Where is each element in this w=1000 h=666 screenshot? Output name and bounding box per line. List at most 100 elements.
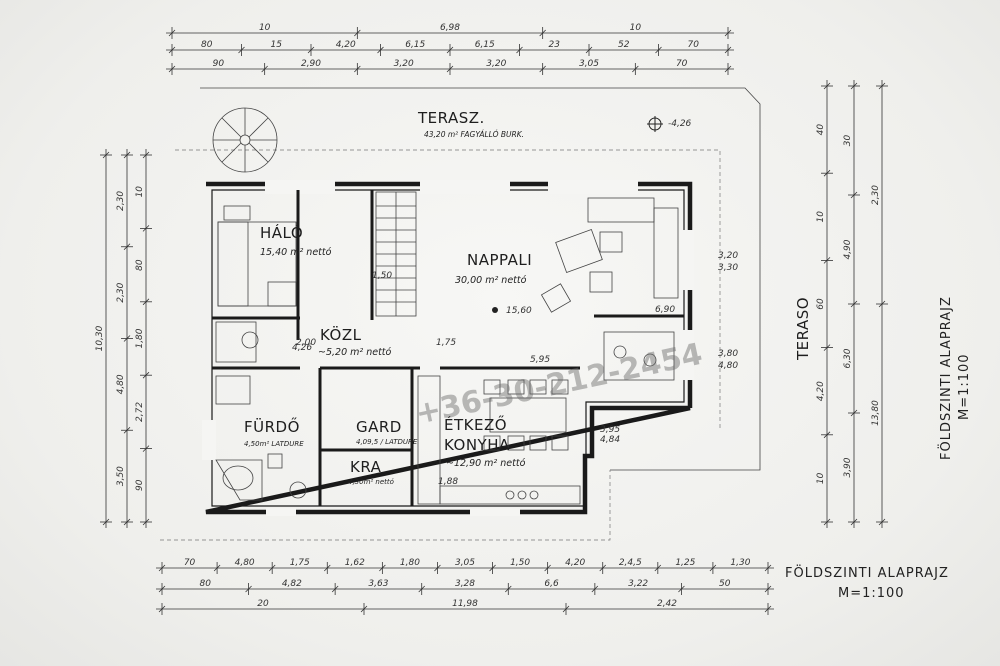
dim-right-outer-value: 2,30 — [871, 185, 881, 205]
dim-right-inner-value: 4,20 — [816, 381, 826, 401]
room-area-kra: 4,30m² nettó — [348, 478, 395, 486]
dim-bottom-1-value: 4,80 — [235, 558, 255, 568]
dim-left-inner-value: 2,72 — [135, 402, 145, 422]
room-label-etkezo: ÉTKEZŐ — [444, 414, 507, 434]
dim-bottom-2-value: 3,63 — [368, 579, 388, 589]
wall-openings — [202, 180, 694, 516]
level-mark: -4,26 — [647, 116, 692, 132]
dim-top-3-value: 3,20 — [486, 59, 506, 69]
terrace-level-label: -4,26 — [668, 119, 692, 129]
inner-dimension-value: 1,50 — [372, 271, 392, 281]
dim-bottom-1-value: 1,62 — [345, 558, 365, 568]
room-area-kozl: ~5,20 m² nettó — [318, 347, 392, 358]
room-label-halo: HÁLÓ — [260, 223, 303, 242]
dim-left-inner-value: 10 — [135, 186, 145, 198]
dim-right-inner-value: 40 — [816, 124, 826, 136]
terrace-outline — [200, 87, 761, 471]
dim-right-inner-value: 10 — [816, 472, 826, 484]
dim-right-mid-value: 30 — [843, 135, 853, 147]
bottom-scale: M=1:100 — [838, 586, 905, 601]
dim-left-mid-value: 2,30 — [116, 191, 126, 211]
dim-left-inner-value: 80 — [135, 259, 145, 271]
dim-bottom-1-value: 1,80 — [400, 558, 420, 568]
spiral-staircase — [212, 107, 278, 173]
dim-right-inner-value: 60 — [816, 298, 826, 310]
room-area-terasz: 43,20 m² FAGYÁLLÓ BURK. — [424, 130, 524, 139]
room-area-gard: 4,09,5 / LATDURE — [356, 438, 418, 446]
dim-top-2-value: 6,15 — [475, 40, 495, 50]
dim-top-2-value: 80 — [201, 40, 213, 50]
center-level-label: 15,60 — [506, 306, 532, 316]
dim-bottom-1-value: 1,25 — [675, 558, 695, 568]
dim-left-inner-value: 90 — [135, 479, 145, 491]
room-label-furdo: FÜRDŐ — [244, 416, 300, 436]
bed — [217, 205, 297, 307]
dim-right-mid-value: 6,30 — [843, 348, 853, 368]
dim-right-mid-value: 4,90 — [843, 239, 853, 259]
room-area-nappali: 30,00 m² nettó — [455, 275, 527, 286]
room-label-gard: GARD — [356, 418, 402, 436]
dim-top-3-value: 90 — [213, 59, 225, 69]
dim-right-mid-value: 3,90 — [843, 457, 853, 477]
dim-bottom-1-value: 4,20 — [565, 558, 585, 568]
dim-top-2-value: 15 — [271, 40, 283, 50]
dim-left-mid-value: 4,80 — [116, 374, 126, 394]
dim-right-inner-value: 10 — [816, 211, 826, 223]
dim-top-2-value: 6,15 — [405, 40, 425, 50]
room-label-nappali: NAPPALI — [467, 251, 532, 269]
room-area-halo: 15,40 m² nettó — [260, 247, 332, 258]
bathroom-fixtures — [215, 375, 307, 501]
dim-top-2-value: 4,20 — [336, 40, 356, 50]
kitchen-counter — [417, 375, 581, 505]
dim-left-mid-value: 2,30 — [116, 282, 126, 302]
room-label-konyha: KONYHA — [444, 436, 510, 454]
inner-dimension-value: 1,88 — [438, 477, 458, 487]
dim-top-1-value: 10 — [630, 23, 642, 33]
dim-top-3-value: 70 — [676, 59, 688, 69]
inner-dimension-value: 1,75 — [436, 338, 456, 348]
room-label-kra: KRA — [350, 458, 382, 476]
dim-bottom-1-value: 1,30 — [730, 558, 750, 568]
dim-left-inner-value: 1,80 — [135, 328, 145, 348]
dim-left-mid-value: 3,50 — [116, 466, 126, 486]
dim-top-3-value: 3,20 — [394, 59, 414, 69]
exterior-wall-inner — [211, 189, 685, 507]
dim-top-3-value: 3,05 — [579, 59, 599, 69]
dim-bottom-2-value: 50 — [719, 579, 731, 589]
dim-bottom-1-value: 3,05 — [455, 558, 475, 568]
dim-bottom-3-value: 2,42 — [657, 599, 677, 609]
inner-dimension-value: 4,80 — [718, 361, 738, 371]
inner-dimension-value: 4,26 — [292, 343, 312, 353]
dim-top-2-value: 23 — [549, 40, 561, 50]
dim-top-2-value: 70 — [688, 40, 700, 50]
dim-bottom-2-value: 3,22 — [628, 579, 648, 589]
inner-dimension-value: 6,90 — [655, 305, 675, 315]
room-label-kozl: KÖZL — [320, 325, 362, 344]
dim-bottom-3-value: 20 — [257, 599, 269, 609]
phone-watermark: +36-30-212-2454 — [412, 337, 705, 432]
room-area-etkezo: ~12,90 m² nettó — [446, 458, 526, 469]
dim-bottom-1-value: 1,50 — [510, 558, 530, 568]
inner-dimension-value: 3,20 — [718, 251, 738, 261]
inner-dimension-value: 5,95 — [530, 355, 550, 365]
dim-bottom-2-value: 80 — [200, 579, 212, 589]
dim-top-3-value: 2,90 — [301, 59, 321, 69]
dim-bottom-1-value: 2,4,5 — [619, 558, 642, 568]
dim-bottom-1-value: 70 — [184, 558, 196, 568]
dim-right-outer-value: 13,80 — [871, 400, 881, 426]
dim-bottom-1-value: 1,75 — [290, 558, 310, 568]
inner-dimension-value: 2,00 — [296, 338, 316, 348]
ground-dashed-line — [160, 470, 611, 541]
dining-table — [483, 379, 569, 451]
inner-dimension-value: 3,80 — [718, 349, 738, 359]
dim-bottom-2-value: 6,6 — [544, 579, 559, 589]
room-label-terasz: TERASZ. — [417, 109, 485, 127]
staircase — [375, 191, 417, 317]
dimension-lines: 10 6,98 10 80 15 4,20 6,15 6,15 23 52 70 90 2,90 3,20… — [95, 23, 888, 615]
kitchen-level-b: 4,84 — [600, 435, 620, 445]
dim-top-2-value: 52 — [618, 40, 630, 50]
kitchen-level-a: 3,95 — [600, 425, 620, 435]
dim-top-1-value: 6,98 — [440, 23, 460, 33]
